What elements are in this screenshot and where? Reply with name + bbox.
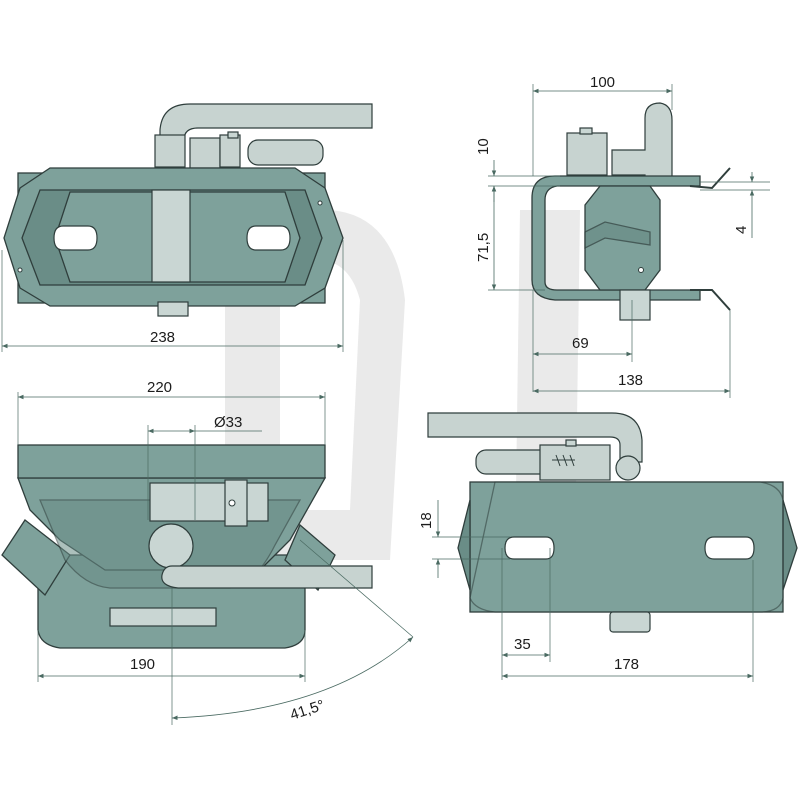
top-view-handle-base [154,134,186,168]
top-view-grip [247,139,324,166]
dimension-angle-label: 41,5° [288,697,327,724]
top-view [3,103,373,317]
rear-view-slot-right [704,536,755,560]
top-view-slot-left [53,225,98,251]
dimension-71-5-label: 71,5 [475,233,492,262]
rear-view-lock [539,444,611,481]
dimension-4: 4 [700,172,770,238]
front-view-handle [161,565,373,589]
dimension-138-label: 138 [618,372,643,389]
side-view-u-clamp [531,175,701,301]
dimension-18: 18 [418,500,510,578]
dimension-238-label: 238 [150,329,175,346]
dimension-71-5: 71,5 [475,186,545,291]
top-view-slot-right [246,225,291,251]
dimension-138: 138 [533,310,731,398]
top-view-lock-block [189,137,221,169]
front-view-latch [149,482,269,522]
dimension-69-label: 69 [572,335,589,352]
front-view-label-plate [109,607,217,627]
dimension-69: 69 [532,290,633,392]
front-view [1,444,373,649]
dimension-35: 35 [501,548,551,680]
dimension-238: 238 [1,240,344,352]
top-view-center-strip [151,189,191,283]
rear-view [427,412,798,633]
rear-view-slot-left [504,536,555,560]
side-view-bolt [619,289,651,321]
rear-view-bolt [609,611,651,633]
side-view-lock-block [566,132,608,176]
side-view [531,102,731,321]
dimension-bore-33: Ø33 [147,414,262,520]
front-view-ball-seat [148,523,194,569]
dimension-220: 220 [17,379,326,445]
dimension-10: 10 [475,138,560,202]
front-view-top-block [17,444,326,479]
dimension-10-label: 10 [475,138,492,155]
dimension-35-label: 35 [514,636,531,653]
dimension-100: 100 [532,74,673,176]
dimension-178-label: 178 [614,656,639,673]
front-view-left-wing [1,519,71,597]
dimension-178: 178 [502,560,754,682]
dimension-18-label: 18 [418,512,435,529]
dimension-bore-33-label: Ø33 [214,414,242,431]
dimension-220-label: 220 [147,379,172,396]
side-view-hook [611,102,673,183]
dimension-100-label: 100 [590,74,615,91]
dimension-190-label: 190 [130,656,155,673]
dimension-4-label: 4 [733,226,750,234]
top-view-bolt [157,301,189,317]
